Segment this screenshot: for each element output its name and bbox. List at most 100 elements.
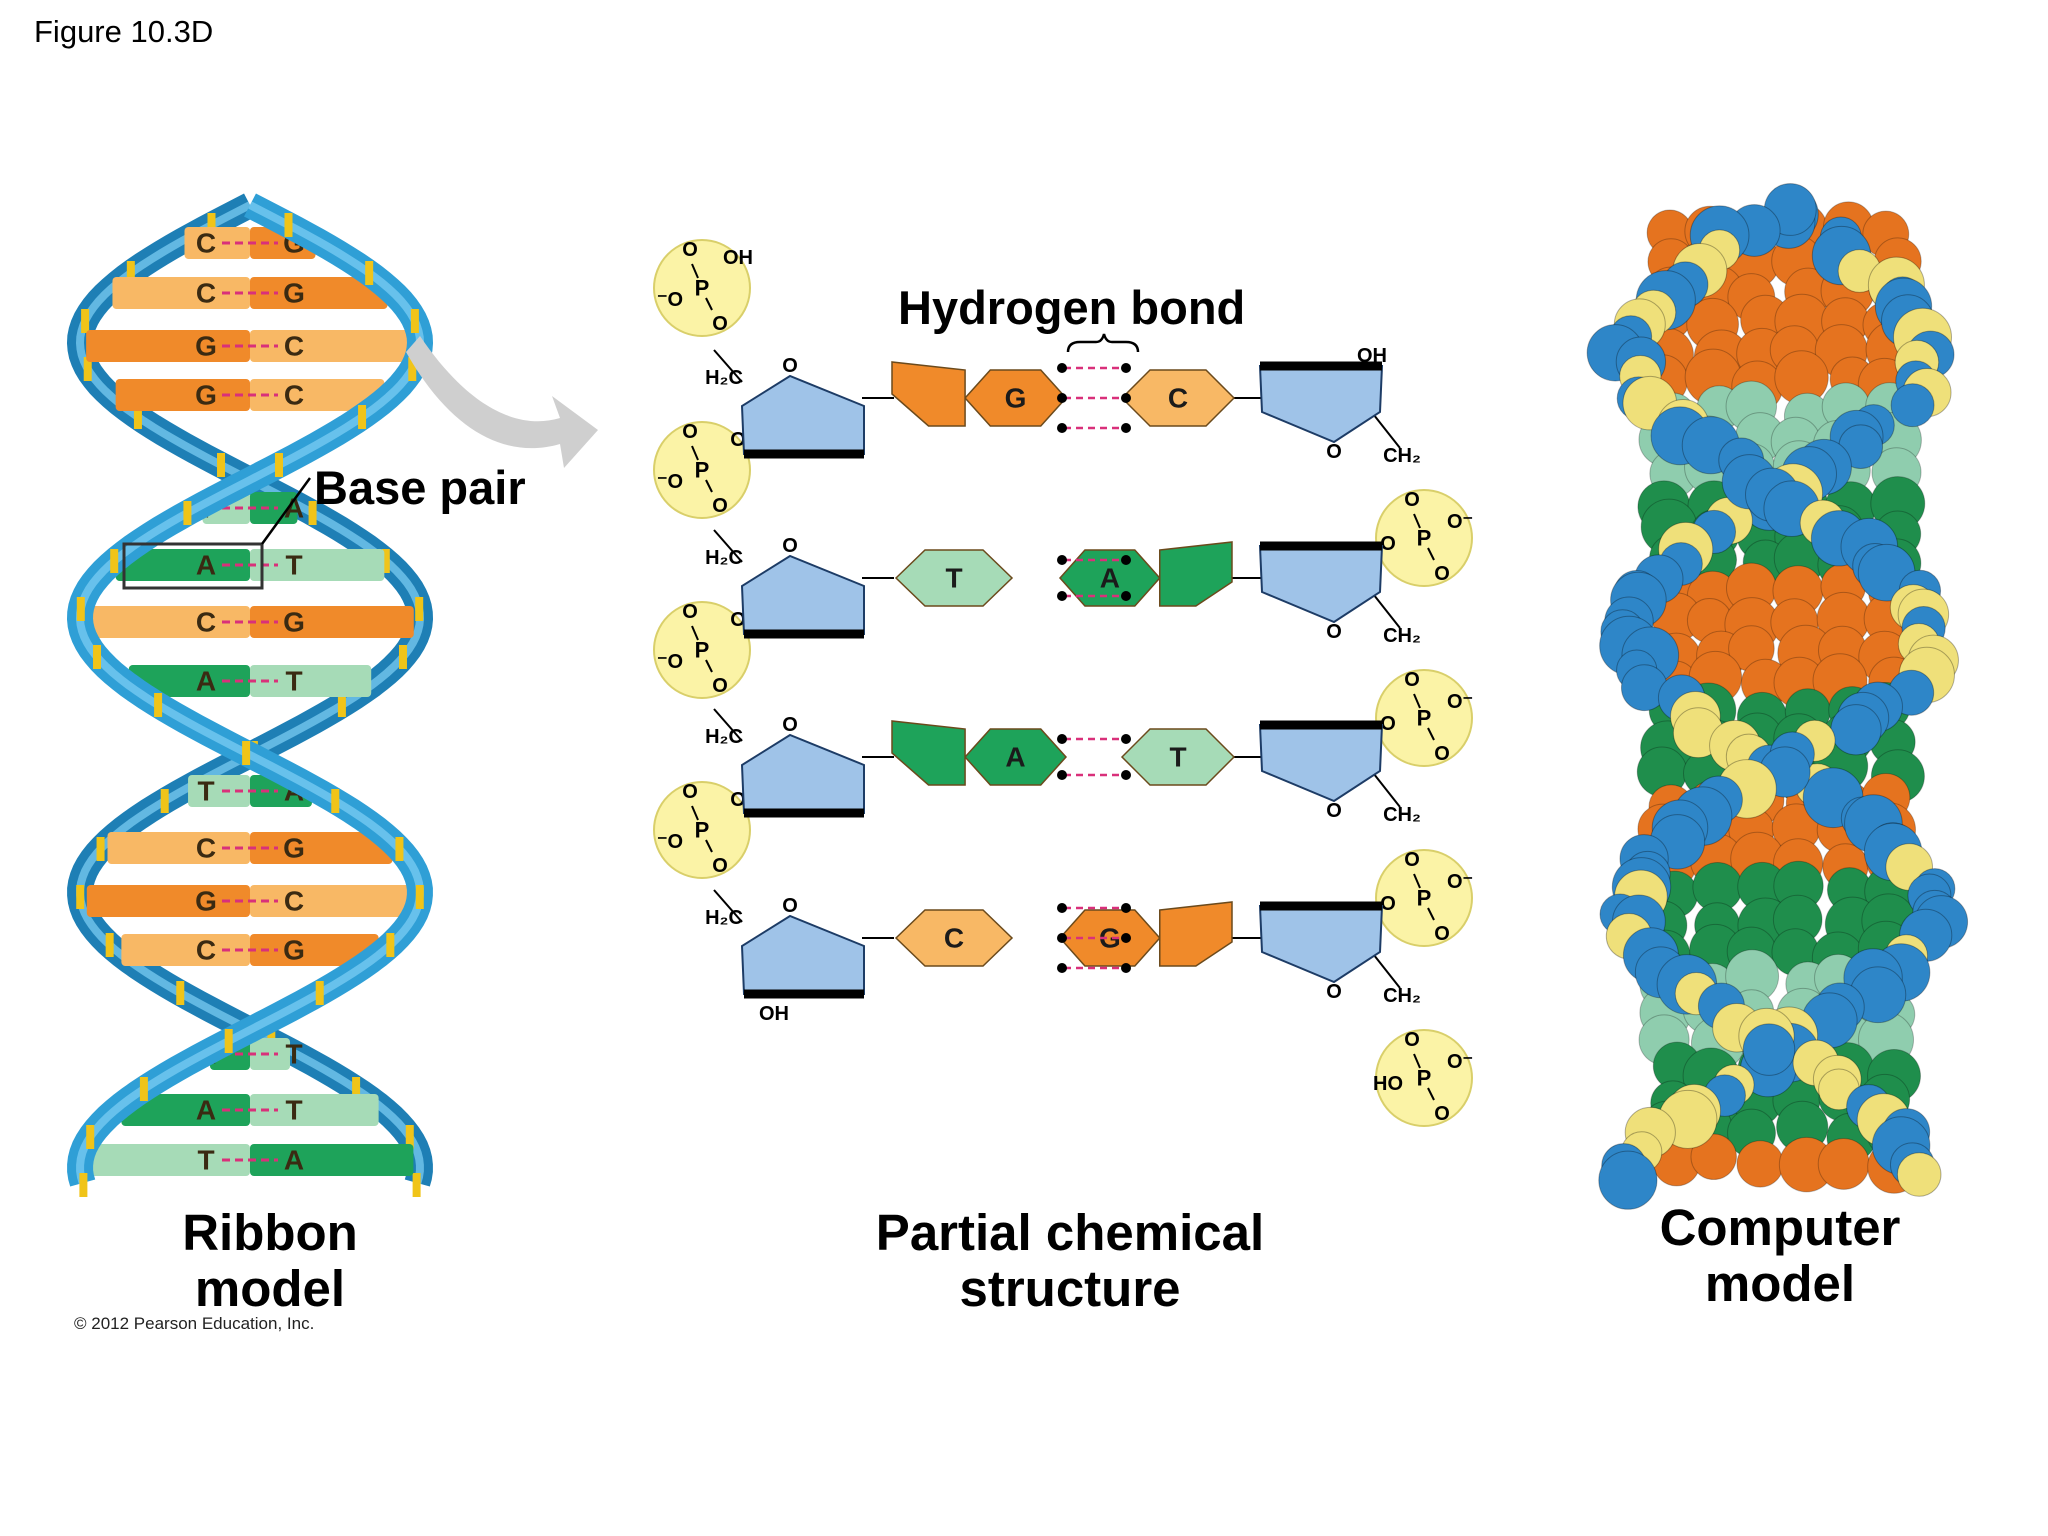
bond-line xyxy=(713,529,743,563)
ribbon-base-left xyxy=(86,330,251,362)
hbond-atom-dot xyxy=(1121,393,1131,403)
ribbon-strand-back-tick xyxy=(133,405,142,429)
phosphate-group: POO⁻OO xyxy=(653,421,751,519)
ribbon-base-letter: C xyxy=(196,833,216,864)
bond-line xyxy=(1427,547,1435,561)
bond-line xyxy=(1427,1087,1435,1101)
sugar-ring xyxy=(1258,724,1384,803)
hbond-atom-dot xyxy=(1057,770,1067,780)
ribbon-strand-front-tick xyxy=(93,645,102,669)
base-letter: T xyxy=(1169,742,1186,773)
ribbon-strand-front-tick xyxy=(183,501,192,525)
ribbon-base-letter: C xyxy=(196,935,216,966)
backbone-atom-sphere xyxy=(1598,1150,1658,1210)
ribbon-base-left xyxy=(112,277,250,309)
ribbon-base-letter: T xyxy=(285,1095,302,1126)
hydrogen-bonds xyxy=(1057,903,1131,973)
ribbon-base-letter: C xyxy=(196,278,216,309)
phosphate-circle xyxy=(1375,1029,1473,1127)
terminal-hydroxyl-label: OH xyxy=(1357,345,1387,367)
ribbon-strand-front-tick xyxy=(315,981,324,1005)
purine-pentagon xyxy=(1159,541,1233,607)
ribbon-strand-front-tick xyxy=(410,309,419,333)
ribbon-base-left xyxy=(115,379,251,411)
ribbon-base-letter: G xyxy=(195,380,217,411)
base-letter: T xyxy=(945,563,962,594)
phosphate-circle xyxy=(653,781,751,879)
oxygen-anion-label: O⁻ xyxy=(1447,691,1473,713)
deoxyribose-sugar: O xyxy=(740,895,865,999)
ribbon-base-left xyxy=(128,665,250,697)
ring-oxygen-label: O xyxy=(782,355,798,377)
ribbon-base-letter: T xyxy=(197,776,214,807)
ribbon-base-left xyxy=(121,934,250,966)
ribbon-base-letter: T xyxy=(285,550,302,581)
ribbon-base-letter: A xyxy=(196,666,216,697)
hbond-atom-dot xyxy=(1121,770,1131,780)
chemical-structure-caption: Partial chemical structure xyxy=(820,1205,1320,1317)
computer-model-caption: Computer model xyxy=(1610,1200,1950,1312)
backbone-atom-sphere-back xyxy=(1896,1152,1942,1197)
ribbon-base-letter: G xyxy=(195,331,217,362)
phosphate-circle xyxy=(1375,669,1473,767)
ribbon-base-left xyxy=(86,606,251,638)
bond-line xyxy=(705,659,713,673)
ribbon-strand-back-tick xyxy=(96,837,105,861)
computer-model xyxy=(1586,183,1969,1210)
oxygen-label: O xyxy=(1404,669,1420,691)
ring-oxygen-label: O xyxy=(1326,441,1342,463)
deoxyribose-sugar: O xyxy=(740,355,865,459)
ribbon-strand-back-tick xyxy=(105,933,114,957)
nitrogenous-base: C xyxy=(894,909,1014,967)
ribbon-base-right xyxy=(250,885,414,917)
ribbon-base-right xyxy=(250,1094,379,1126)
ribbon-strand-front-tick xyxy=(154,693,163,717)
base-letter: G xyxy=(1005,383,1027,414)
ribbon-base-letter: G xyxy=(283,278,305,309)
methylene-label: CH₂ xyxy=(1383,625,1421,647)
ribbon-base-left xyxy=(107,832,250,864)
nitrogenous-base: C xyxy=(1120,369,1236,427)
hbond-atom-dot xyxy=(1121,933,1131,943)
hbond-atom-dot xyxy=(1121,363,1131,373)
ribbon-strand-front-tick xyxy=(331,789,340,813)
ribbon-strand-back-tick xyxy=(76,885,85,909)
backbone-atom-sphere-back xyxy=(1742,1023,1796,1076)
ring-oxygen-label: O xyxy=(782,535,798,557)
hydrogen-bonds xyxy=(1057,555,1131,601)
ribbon-strand-front-tick xyxy=(242,741,251,765)
ribbon-strand-back-tick xyxy=(308,501,317,525)
oxygen-label: O xyxy=(1380,893,1396,915)
ribbon-base-letter: T xyxy=(285,1039,302,1070)
ribbon-base-right xyxy=(250,832,393,864)
oxygen-label: O xyxy=(1380,533,1396,555)
oxygen-label: O xyxy=(682,601,698,623)
hbond-atom-dot xyxy=(1121,734,1131,744)
phosphorus-label: P xyxy=(1417,1066,1432,1091)
phosphate-circle xyxy=(1375,849,1473,947)
base-pair-highlight-box xyxy=(122,542,264,590)
oxygen-label: O xyxy=(682,781,698,803)
ribbon-base-right xyxy=(250,549,385,581)
ribbon-strand-front-tick xyxy=(224,1029,233,1053)
phosphate-circle xyxy=(653,421,751,519)
ribbon-strand-front-tick xyxy=(284,213,293,237)
ribbon-strand-front-tick xyxy=(395,837,404,861)
bond-line xyxy=(705,297,713,311)
ribbon-strand-back-tick xyxy=(207,213,216,237)
bond-line xyxy=(1413,513,1421,529)
phosphate-group: POO⁻OOH xyxy=(653,239,753,337)
pyrimidine-hexagon xyxy=(894,909,1014,967)
ribbon-base-right xyxy=(250,277,388,309)
ribbon-strand-back-tick xyxy=(160,789,169,813)
ribbon-base-left xyxy=(188,775,250,807)
ribbon-strand-front-tick xyxy=(408,357,417,381)
ribbon-strand-back-tick xyxy=(398,645,407,669)
